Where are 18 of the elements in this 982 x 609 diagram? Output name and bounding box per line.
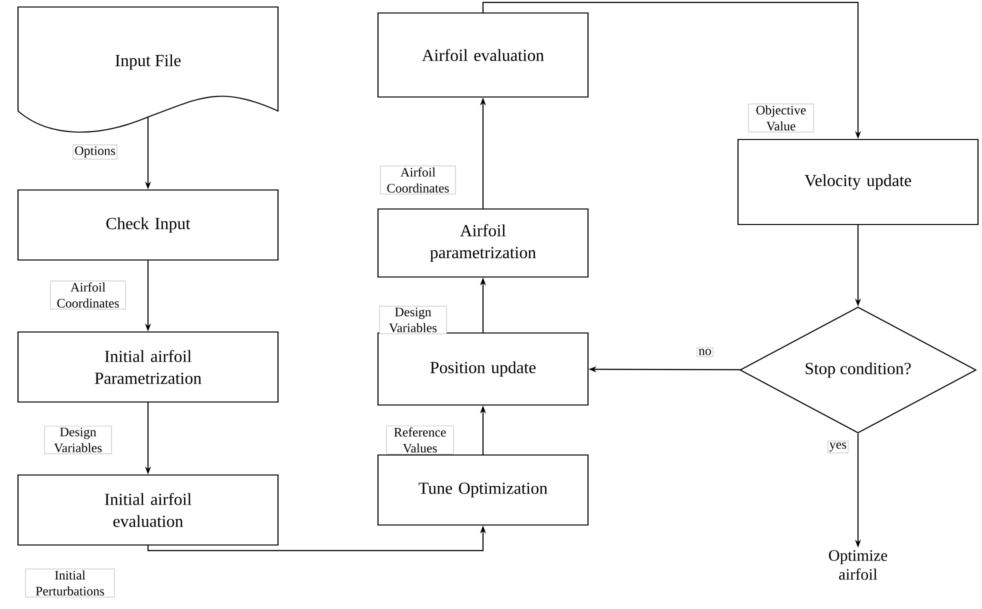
edge-label: Options [72,144,118,160]
process-box: Check Input [17,189,279,261]
edge-label: Objective Value [748,104,814,132]
process-box: Initial airfoil evaluation [17,474,279,546]
edge-label: Airfoil Coordinates [380,166,456,194]
process-box: Tune Optimization [377,454,589,526]
edge-label: Design Variables [379,306,447,334]
edge-label: Initial Perturbations [25,568,115,598]
edge-label: Airfoil Coordinates [50,280,126,310]
end-text: Optimize airfoil [829,550,888,580]
process-box: Airfoil parametrization [377,208,589,278]
edge-label: Reference Values [386,426,454,454]
process-box: Velocity update [737,138,979,226]
edge-label: yes [828,440,848,454]
edge-label: Design Variables [44,426,112,454]
process-box: Initial airfoil Parametrization [17,331,279,403]
edge-label: no [696,347,714,357]
process-box: Airfoil evaluation [377,12,589,98]
